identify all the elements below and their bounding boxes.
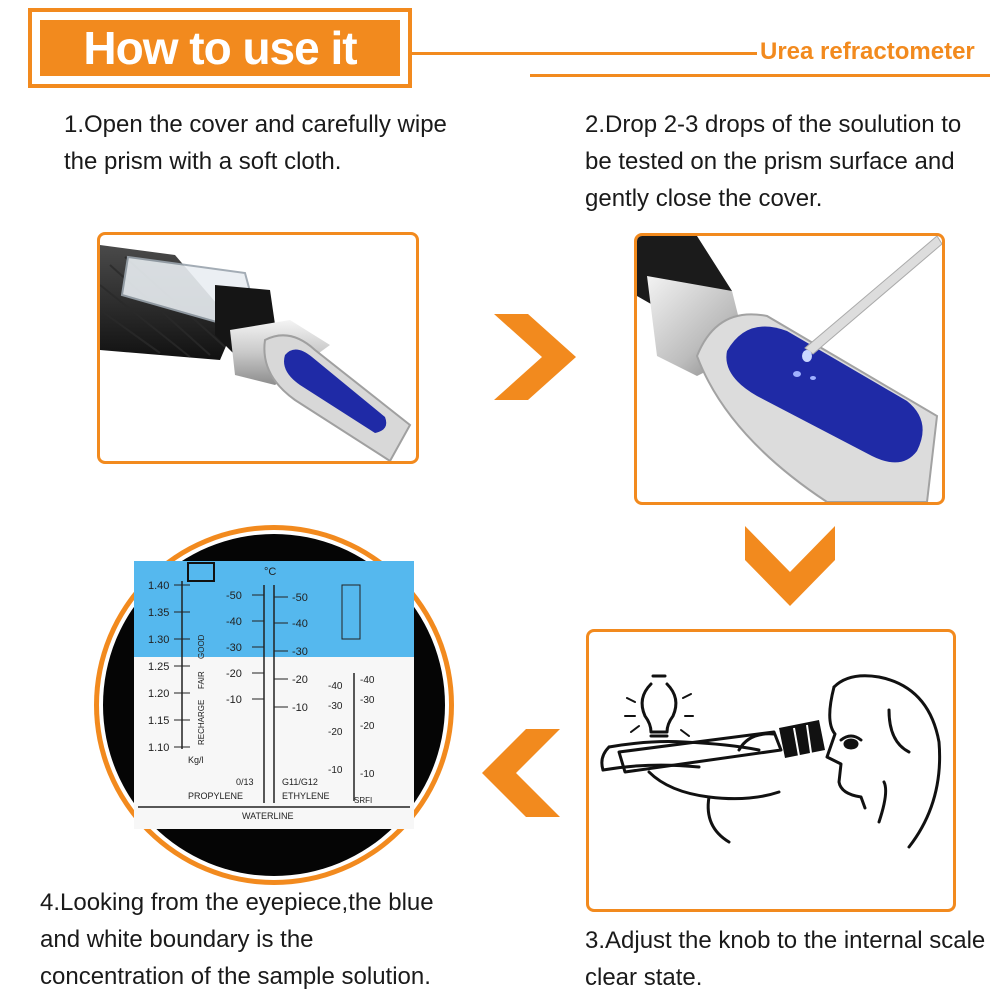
ethylene-code: G11/G12 bbox=[282, 777, 318, 787]
ethylene-label: ETHYLENE bbox=[282, 791, 330, 801]
step-2-image bbox=[634, 233, 945, 505]
ethylene-tick-label: -20 bbox=[292, 674, 308, 686]
eyepiece-scale-view: 1.40 1.35 1.30 1.25 1.20 1.15 1.10 Kg/l … bbox=[94, 525, 454, 885]
srfi-tick-label: -40 bbox=[360, 675, 375, 686]
fair-label: FAIR bbox=[197, 671, 206, 689]
step-2-text: 2.Drop 2-3 drops of the soulution to be … bbox=[585, 106, 997, 217]
ethylene-tick-label: -30 bbox=[292, 646, 308, 658]
step-4-line: 4.Looking from the eyepiece,the blue bbox=[40, 889, 434, 916]
battery-icon bbox=[187, 562, 215, 582]
title-banner-fill: How to use it bbox=[40, 20, 400, 76]
propylene-ticks bbox=[252, 594, 264, 700]
propylene-code: 0/13 bbox=[236, 777, 254, 787]
ethylene-tick-label: -50 bbox=[292, 592, 308, 604]
kg-tick-label: 1.15 bbox=[148, 715, 169, 727]
step-4-text: 4.Looking from the eyepiece,the blue and… bbox=[40, 884, 510, 995]
step-3-line: 3.Adjust the knob to the internal scale bbox=[585, 927, 986, 954]
kg-tick-label: 1.25 bbox=[148, 661, 169, 673]
kg-scale-ticks bbox=[174, 584, 190, 748]
srfi-left-tick-label: -40 bbox=[328, 681, 343, 692]
step-1-image bbox=[97, 232, 419, 464]
srfi-left-tick-label: -10 bbox=[328, 765, 343, 776]
step-3-line: clear state. bbox=[585, 964, 703, 991]
propylene-tick-label: -50 bbox=[226, 590, 242, 602]
srfi-left-tick-label: -30 bbox=[328, 701, 343, 712]
step-2-line: be tested on the prism surface and bbox=[585, 148, 955, 175]
person-using-refractometer-illustration bbox=[600, 674, 942, 849]
refractometer-open-illustration bbox=[100, 245, 412, 461]
kg-tick-label: 1.40 bbox=[148, 580, 169, 592]
kg-tick-label: 1.20 bbox=[148, 688, 169, 700]
step-3-image bbox=[586, 629, 956, 912]
srfi-tick-label: -20 bbox=[360, 721, 375, 732]
propylene-tick-label: -10 bbox=[226, 694, 242, 706]
step-3-text: 3.Adjust the knob to the internal scale … bbox=[585, 922, 999, 996]
celsius-label: °C bbox=[264, 566, 276, 578]
refractometer-drop-illustration bbox=[637, 236, 942, 502]
ethylene-tick-label: -10 bbox=[292, 702, 308, 714]
step-1-line: 1.Open the cover and carefully wipe bbox=[64, 111, 447, 138]
ethylene-ticks bbox=[274, 596, 288, 708]
page-subtitle: Urea refractometer bbox=[760, 38, 975, 65]
propylene-tick-label: -20 bbox=[226, 668, 242, 680]
arrow-right-icon bbox=[494, 314, 576, 400]
recharge-label: RECHARGE bbox=[197, 700, 206, 745]
arrow-left-icon bbox=[482, 729, 560, 817]
propylene-tick-label: -40 bbox=[226, 616, 242, 628]
arrow-down-icon bbox=[745, 526, 835, 606]
propylene-tick-label: -30 bbox=[226, 642, 242, 654]
step-1-text: 1.Open the cover and carefully wipe the … bbox=[64, 106, 504, 180]
kg-tick-label: 1.30 bbox=[148, 634, 169, 646]
kg-tick-label: 1.10 bbox=[148, 742, 169, 754]
propylene-label: PROPYLENE bbox=[188, 791, 243, 801]
title-banner: How to use it bbox=[28, 8, 412, 88]
header-rule-top bbox=[412, 52, 757, 55]
srfi-label: SRFI bbox=[354, 796, 372, 805]
step-2-line: 2.Drop 2-3 drops of the soulution to bbox=[585, 111, 962, 138]
step-4-line: and white boundary is the bbox=[40, 926, 314, 953]
srfi-left-tick-label: -20 bbox=[328, 727, 343, 738]
kg-unit-label: Kg/l bbox=[188, 755, 204, 765]
good-label: GOOD bbox=[197, 634, 206, 659]
kg-tick-label: 1.35 bbox=[148, 607, 169, 619]
page-title: How to use it bbox=[83, 22, 357, 74]
step-2-line: gently close the cover. bbox=[585, 185, 823, 212]
srfi-tick-label: -10 bbox=[360, 769, 375, 780]
step-1-line: the prism with a soft cloth. bbox=[64, 148, 342, 175]
ethylene-tick-label: -40 bbox=[292, 618, 308, 630]
step-4-line: concentration of the sample solution. bbox=[40, 963, 431, 990]
header-rule-bottom bbox=[530, 74, 990, 77]
srfi-tick-label: -30 bbox=[360, 695, 375, 706]
waterline-label: WATERLINE bbox=[242, 811, 294, 821]
srfi-ladder bbox=[341, 584, 361, 640]
